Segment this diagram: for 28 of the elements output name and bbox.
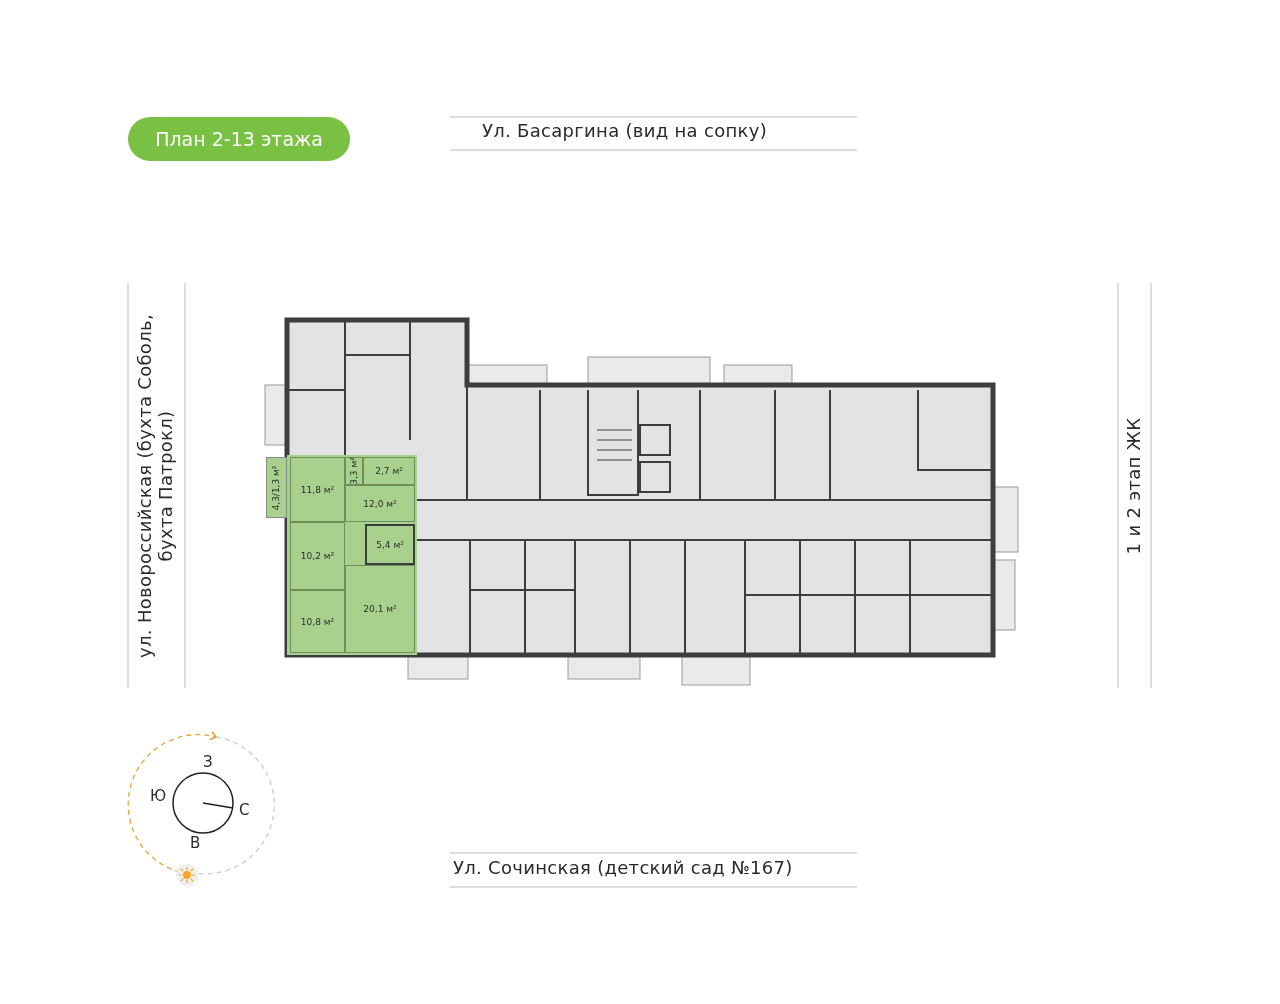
room-area: 3,3 м² — [349, 457, 359, 485]
balcony-room — [266, 457, 287, 518]
compass-label: С — [239, 801, 250, 819]
room-area: 4,3/1,3 м² — [271, 465, 282, 510]
plan-title: План 2-13 этажа — [128, 117, 350, 161]
room-area: 2,7 м² — [375, 466, 403, 476]
apartment-highlight — [287, 455, 417, 655]
street-name: Ул. Сочинская (детский сад №167) — [453, 857, 793, 878]
room-area: 20,1 м² — [363, 604, 397, 614]
room-area: 5,4 м² — [376, 539, 404, 550]
room-area: 10,2 м² — [300, 551, 335, 561]
room — [290, 522, 345, 590]
room-area: 12,0 м² — [363, 498, 397, 509]
room — [290, 590, 345, 653]
compass-label: В — [190, 834, 201, 852]
street-name: Ул. Басаргина (вид на сопку) — [482, 120, 767, 141]
room — [363, 457, 415, 485]
compass-label: З — [203, 753, 213, 771]
compass-label: Ю — [150, 787, 167, 805]
street-name: 1 и 2 этап ЖК — [1123, 416, 1145, 557]
room — [345, 565, 415, 653]
room — [345, 457, 363, 485]
room — [365, 524, 415, 565]
street-name: ул. Новороссийская (бухта Соболь, бухта Патрокл) — [135, 313, 177, 660]
room — [290, 457, 345, 522]
room-area: 11,8 м² — [300, 484, 335, 495]
room-area: 10,8 м² — [300, 616, 335, 627]
room — [345, 485, 415, 522]
